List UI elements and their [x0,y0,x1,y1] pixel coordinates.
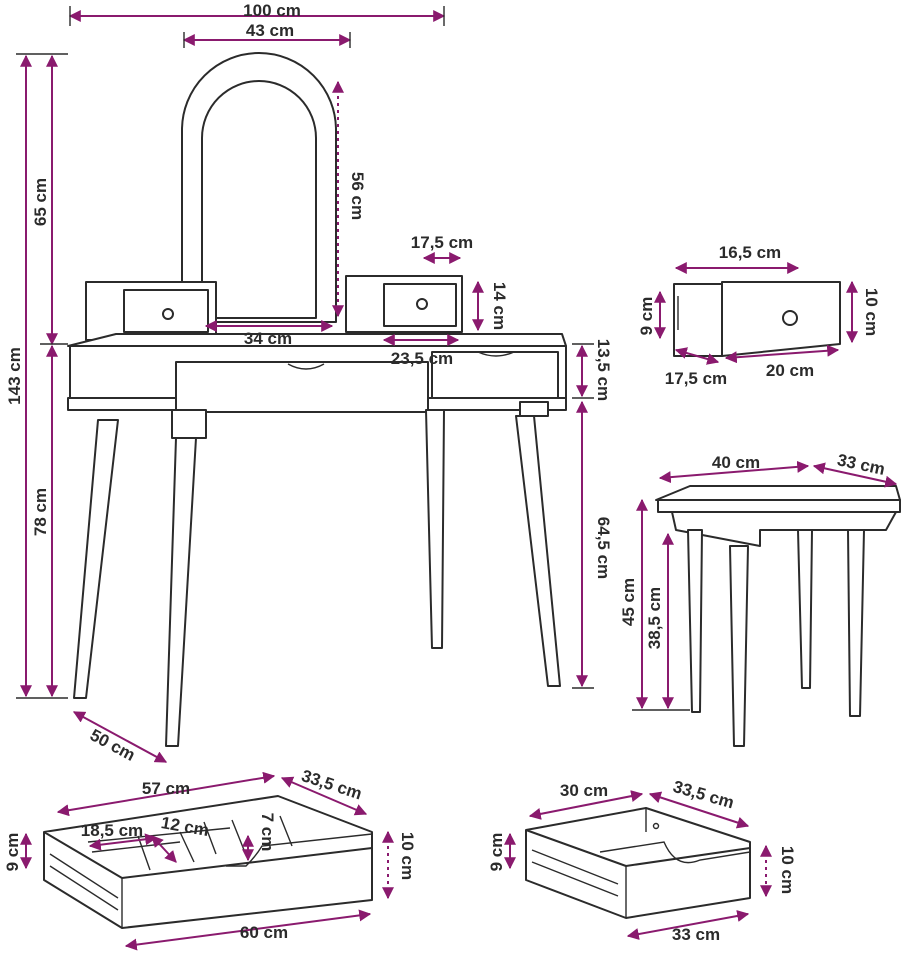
mirror-height-label: 56 cm [348,172,367,220]
stool-width-label: 40 cm [712,453,760,472]
small-drawer-drawing [654,262,858,365]
stool-leg-3 [797,529,813,689]
medium-drawer-front-width-label: 33 cm [672,925,720,944]
total-height-label: 143 cm [5,347,24,405]
vanity-width-label: 100 cm [243,1,301,20]
stool-leg-4 [847,529,865,717]
front-drawer-left [175,361,429,413]
stool-leg-height-label: 38,5 cm [645,587,664,649]
large-drawer-outer-height-label: 10 cm [398,832,417,880]
apron-height-label: 13,5 cm [594,339,613,401]
drawer-handle-left [287,363,325,370]
stool-height-label: 45 cm [619,578,638,626]
leg-back-left [425,409,445,649]
small-drawer-inner-height-label: 9 cm [637,297,656,336]
stool-depth-label: 33 cm [836,450,887,479]
stool-drawing [632,460,901,747]
medium-drawer-drawing [504,790,772,940]
right-top-drawer-box [345,275,463,333]
large-drawer-front-width-label: 60 cm [240,923,288,942]
small-drawer-height-label: 14 cm [490,282,509,330]
small-drawer-outer-height-label: 10 cm [862,288,881,336]
leg-front-right [165,437,197,747]
medium-drawer-inner-height-label: 9 cm [487,833,506,872]
leg-front-left [73,419,119,699]
table-height-label: 78 cm [31,488,50,536]
mirror-section-height-label: 65 cm [31,178,50,226]
mirror-glass [201,80,317,319]
compartment-height-label: 7 cm [258,813,277,852]
drawer-opening-label: 23,5 cm [391,349,453,368]
vanity-table-drawing [16,6,594,763]
medium-drawer-inner-width-label: 30 cm [560,781,608,800]
large-drawer-inner-height-label: 9 cm [3,833,22,872]
left-top-drawer-box [85,281,217,341]
large-drawer-inner-width-label: 57 cm [142,779,190,798]
small-drawer-front-width-label: 20 cm [766,361,814,380]
drawer-handle-right [477,351,515,357]
small-drawer-depth-label: 17,5 cm [665,369,727,388]
stool-leg-1 [687,529,703,713]
leg-height-label: 64,5 cm [594,517,613,579]
small-drawer-width-label: 17,5 cm [411,233,473,252]
large-drawer-depth-label: 33,5 cm [299,766,364,803]
medium-drawer-depth-label: 33,5 cm [671,777,736,812]
table-top [67,333,567,347]
leg-back-right [515,415,561,687]
compartment-width-label: 18,5 cm [81,821,143,840]
front-drawer-right [431,351,559,399]
mirror-base-label: 34 cm [244,329,292,348]
medium-drawer-outer-height-label: 10 cm [778,846,797,894]
large-drawer-drawing [20,771,394,951]
depth-label: 50 cm [87,725,138,764]
stool-leg-2 [729,545,749,747]
mirror-width-label: 43 cm [246,21,294,40]
small-drawer-top-width-label: 16,5 cm [719,243,781,262]
